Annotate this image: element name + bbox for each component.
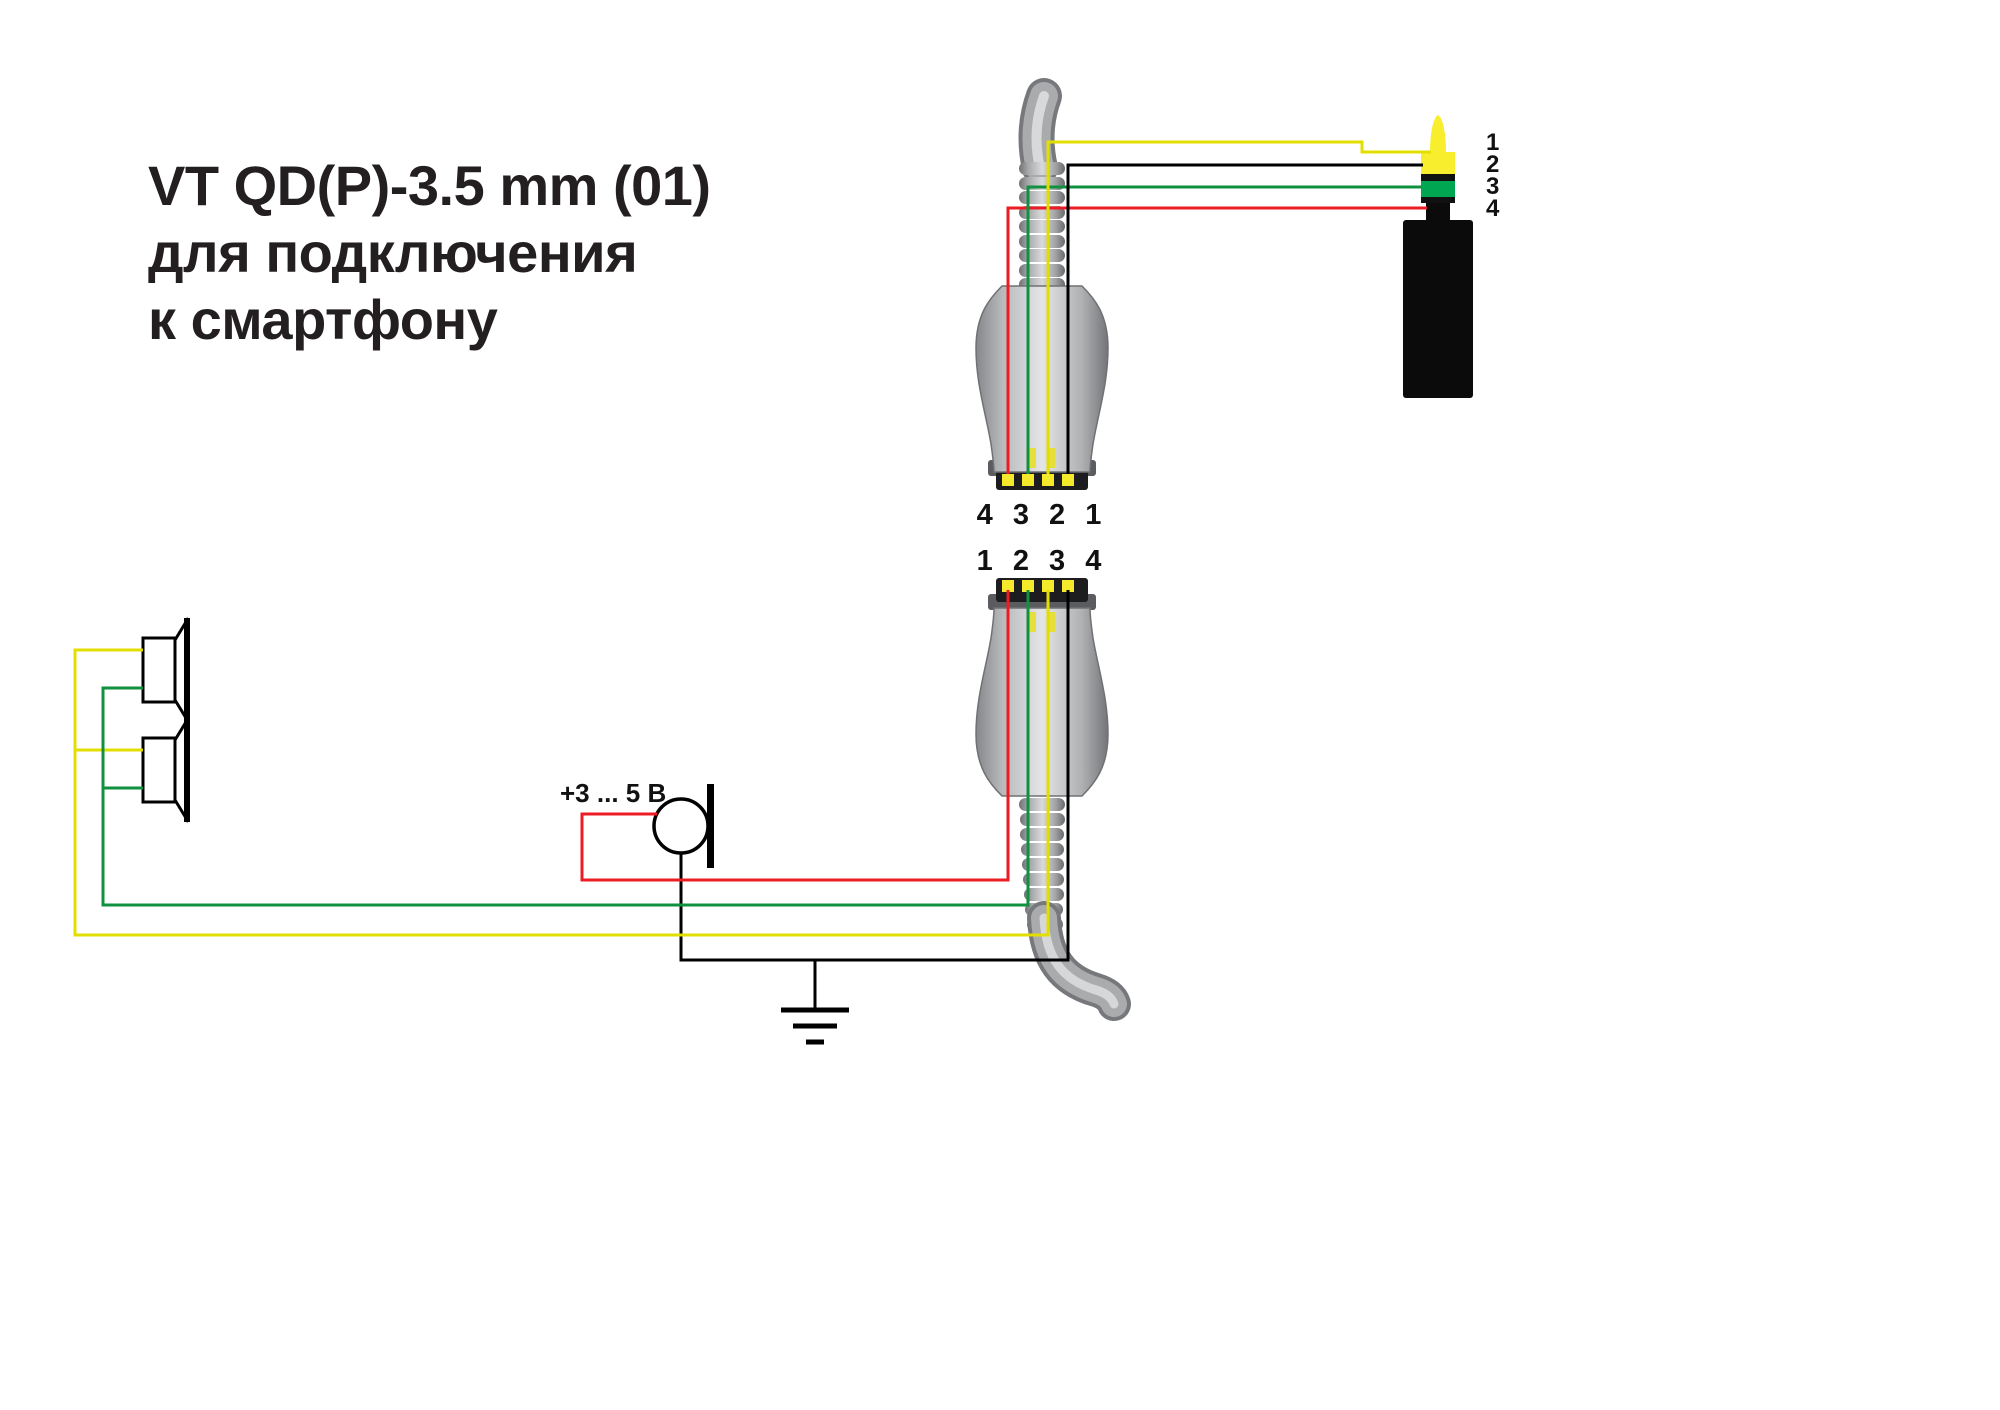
mic-membrane-bar — [707, 784, 714, 868]
bottom-body — [975, 607, 1109, 797]
speaker-1 — [141, 616, 190, 724]
top-body — [975, 285, 1109, 473]
title-line-2: для подключения — [148, 221, 637, 284]
jack-pin-label-4: 4 — [1486, 195, 1500, 222]
jack-ring-1 — [1421, 152, 1455, 174]
jack-ring-2 — [1421, 181, 1455, 197]
bottom-contact-pads — [1002, 580, 1074, 592]
jack-pin-label-2: 2 — [1486, 151, 1499, 178]
top-strain-relief — [1019, 162, 1065, 291]
jack-pin-labels: 1 2 3 4 — [1486, 129, 1500, 222]
jack-separator-1 — [1421, 174, 1455, 181]
jack-neck — [1426, 203, 1450, 220]
jack-pin-label-1: 1 — [1486, 129, 1499, 156]
speaker-2 — [141, 716, 190, 824]
title-line-1: VT QD(P)-3.5 mm (01) — [148, 154, 711, 217]
top-latch-contacts — [1029, 448, 1055, 468]
jack-pin-label-3: 3 — [1486, 173, 1499, 200]
speaker-1-front-bar — [184, 618, 190, 722]
top-qd-connector: 4 3 2 1 — [975, 78, 1109, 531]
top-contact-pads — [1002, 474, 1074, 486]
jack-3-5mm: 1 2 3 4 — [1403, 115, 1500, 398]
bottom-latch-contacts — [1029, 612, 1055, 632]
top-wires — [1006, 140, 1431, 474]
mic-voltage-label: +3 ... 5 В — [560, 778, 666, 808]
wire-black-top — [1066, 163, 1423, 474]
speaker-2-magnet — [141, 736, 177, 804]
wire-green-top — [1026, 185, 1422, 474]
title-line-3: к смартфону — [148, 288, 498, 351]
wire-yellow-bottom — [73, 590, 1050, 937]
mic-capsule — [652, 797, 710, 855]
bottom-cable — [1027, 901, 1131, 1021]
wire-green-bottom — [101, 590, 1030, 907]
wire-yellow-top — [1046, 140, 1431, 474]
bottom-contacts-label: 1 2 3 4 — [977, 545, 1108, 577]
top-cable — [1018, 78, 1062, 186]
ground-symbol — [781, 960, 849, 1045]
speaker-2-front-bar — [184, 718, 190, 822]
jack-separator-2 — [1421, 197, 1455, 203]
speaker-1-magnet — [141, 636, 177, 704]
top-contacts-label: 4 3 2 1 — [977, 499, 1108, 531]
jack-tip — [1430, 115, 1446, 152]
wire-red-bottom — [580, 590, 1010, 882]
bottom-wires — [73, 590, 1070, 962]
jack-sleeve-body — [1403, 220, 1473, 398]
bottom-strain-relief — [1019, 798, 1065, 931]
wire-red-top — [1006, 206, 1427, 474]
title-block: VT QD(P)-3.5 mm (01) для подключения к с… — [148, 154, 711, 351]
